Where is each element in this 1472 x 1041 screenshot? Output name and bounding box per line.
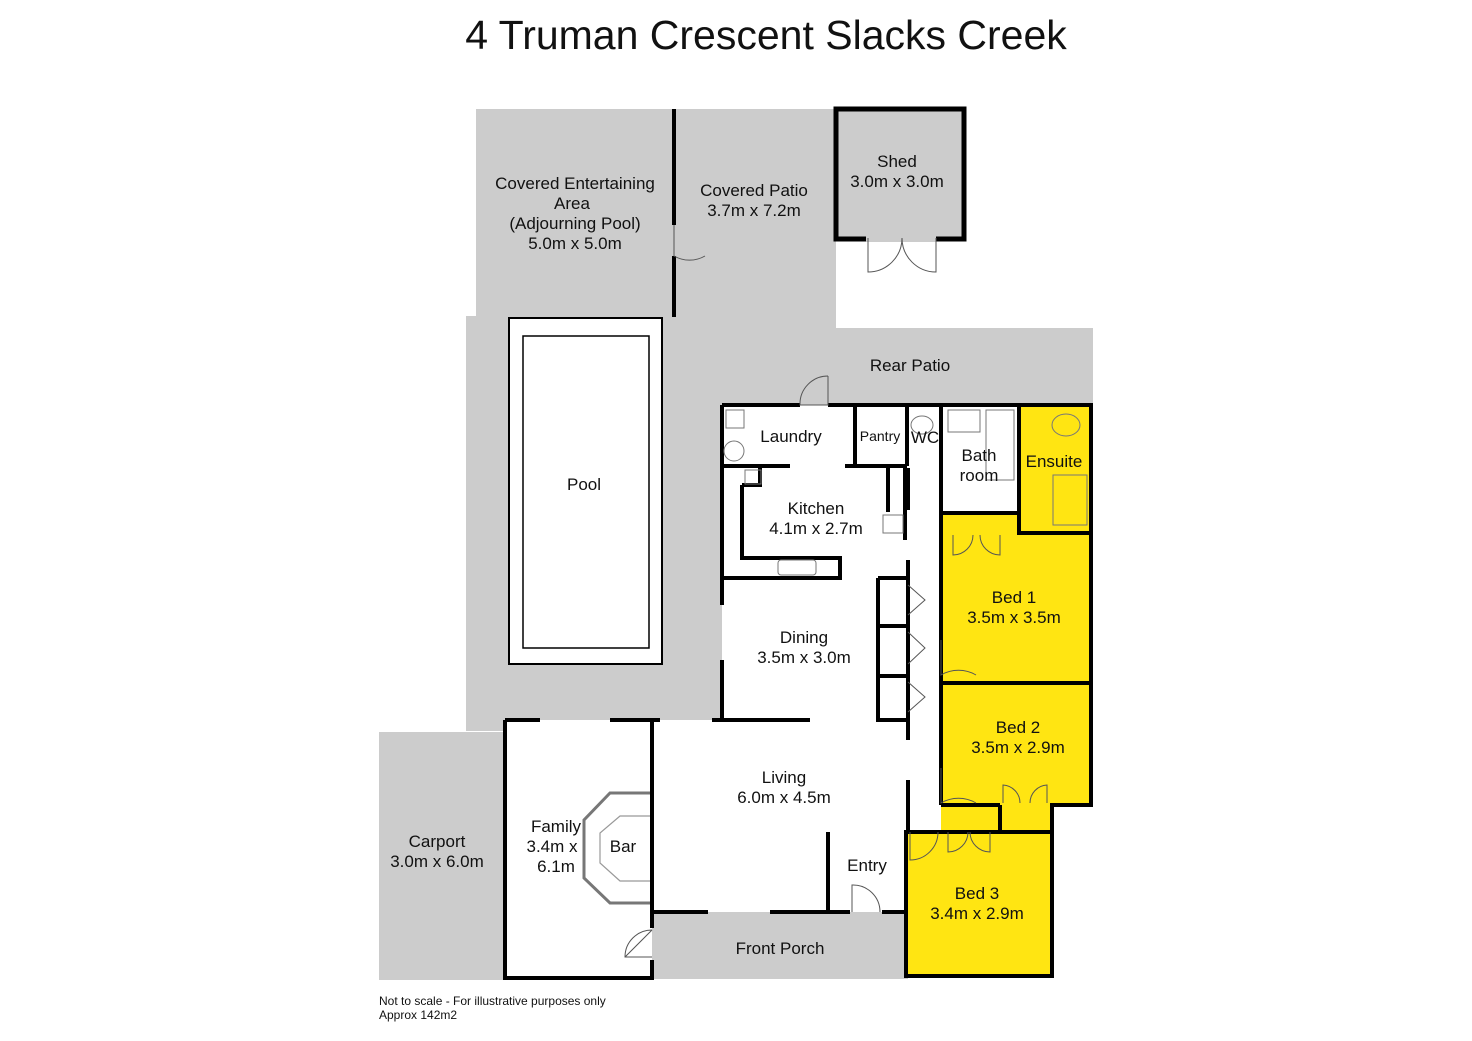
plan-title: 4 Truman Crescent Slacks Creek <box>465 12 1067 58</box>
door-icons <box>624 375 1048 958</box>
front-porch-label: Front Porch <box>736 939 825 958</box>
area-note: Approx 142m2 <box>379 1008 458 1022</box>
bed3-area <box>906 830 1052 976</box>
front-porch-area <box>650 912 908 979</box>
entry-label: Entry <box>847 856 887 875</box>
disclaimer-note: Not to scale - For illustrative purposes… <box>379 994 606 1008</box>
bed1-area <box>941 533 1091 683</box>
bar-counter <box>582 791 650 905</box>
ensuite-area <box>1019 405 1091 533</box>
walls <box>503 403 1093 980</box>
bed2-area <box>941 683 1091 805</box>
sink-icon <box>777 559 817 576</box>
covered-patio-area <box>674 109 836 329</box>
carport-area <box>379 732 507 980</box>
bar-label: Bar <box>610 837 637 856</box>
covered-entertaining-area <box>476 109 674 319</box>
fixtures <box>723 409 1088 576</box>
ensuite-label: Ensuite <box>1026 452 1083 471</box>
wc-label: WC <box>911 428 939 447</box>
rear-patio-area <box>674 328 1093 405</box>
shed-area <box>836 109 964 239</box>
pantry-label: Pantry <box>860 428 900 444</box>
shed-door-icon <box>867 237 937 273</box>
rear-patio-label: Rear Patio <box>870 356 950 375</box>
toilet-icon <box>1051 413 1081 437</box>
side-strip <box>674 405 724 718</box>
pool-water <box>522 335 650 649</box>
pool-label: Pool <box>567 475 601 494</box>
bathtub-icon <box>985 409 1015 481</box>
laundry-label: Laundry <box>760 427 822 446</box>
patio-door-icon <box>673 225 706 261</box>
